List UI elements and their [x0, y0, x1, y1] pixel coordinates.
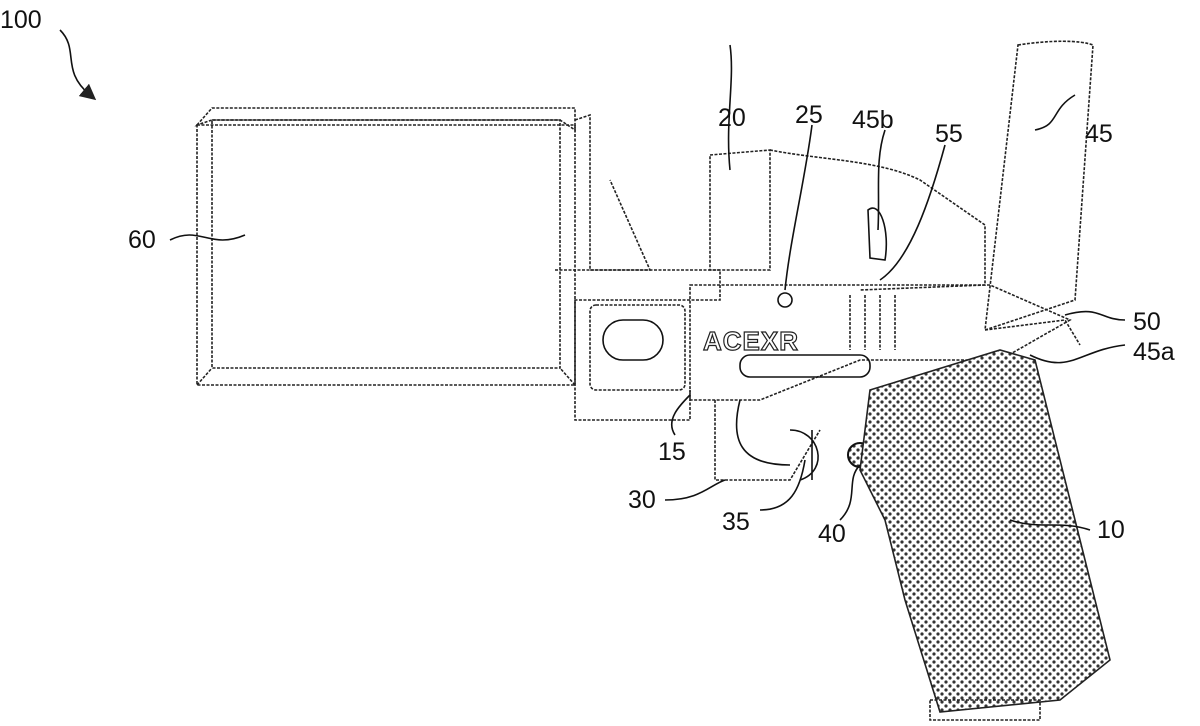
label-30: 30 [628, 486, 656, 514]
label-10: 10 [1097, 516, 1125, 544]
leader-lines [59, 29, 1126, 531]
label-45b: 45b [852, 106, 894, 134]
label-45a: 45a [1133, 338, 1175, 366]
label-100: 100 [0, 6, 42, 34]
label-40: 40 [818, 520, 846, 548]
label-35: 35 [722, 508, 750, 536]
label-45: 45 [1085, 120, 1113, 148]
trigger [789, 429, 819, 481]
stock-box [194, 107, 652, 386]
label-25: 25 [795, 101, 823, 129]
arm [984, 40, 1094, 346]
label-60: 60 [128, 226, 156, 254]
label-55: 55 [935, 120, 963, 148]
marking-text: ACEXR [702, 326, 800, 356]
grip [859, 349, 1111, 713]
label-20: 20 [718, 104, 746, 132]
label-50: 50 [1133, 308, 1161, 336]
upper-housing [709, 149, 986, 350]
label-15: 15 [658, 438, 686, 466]
